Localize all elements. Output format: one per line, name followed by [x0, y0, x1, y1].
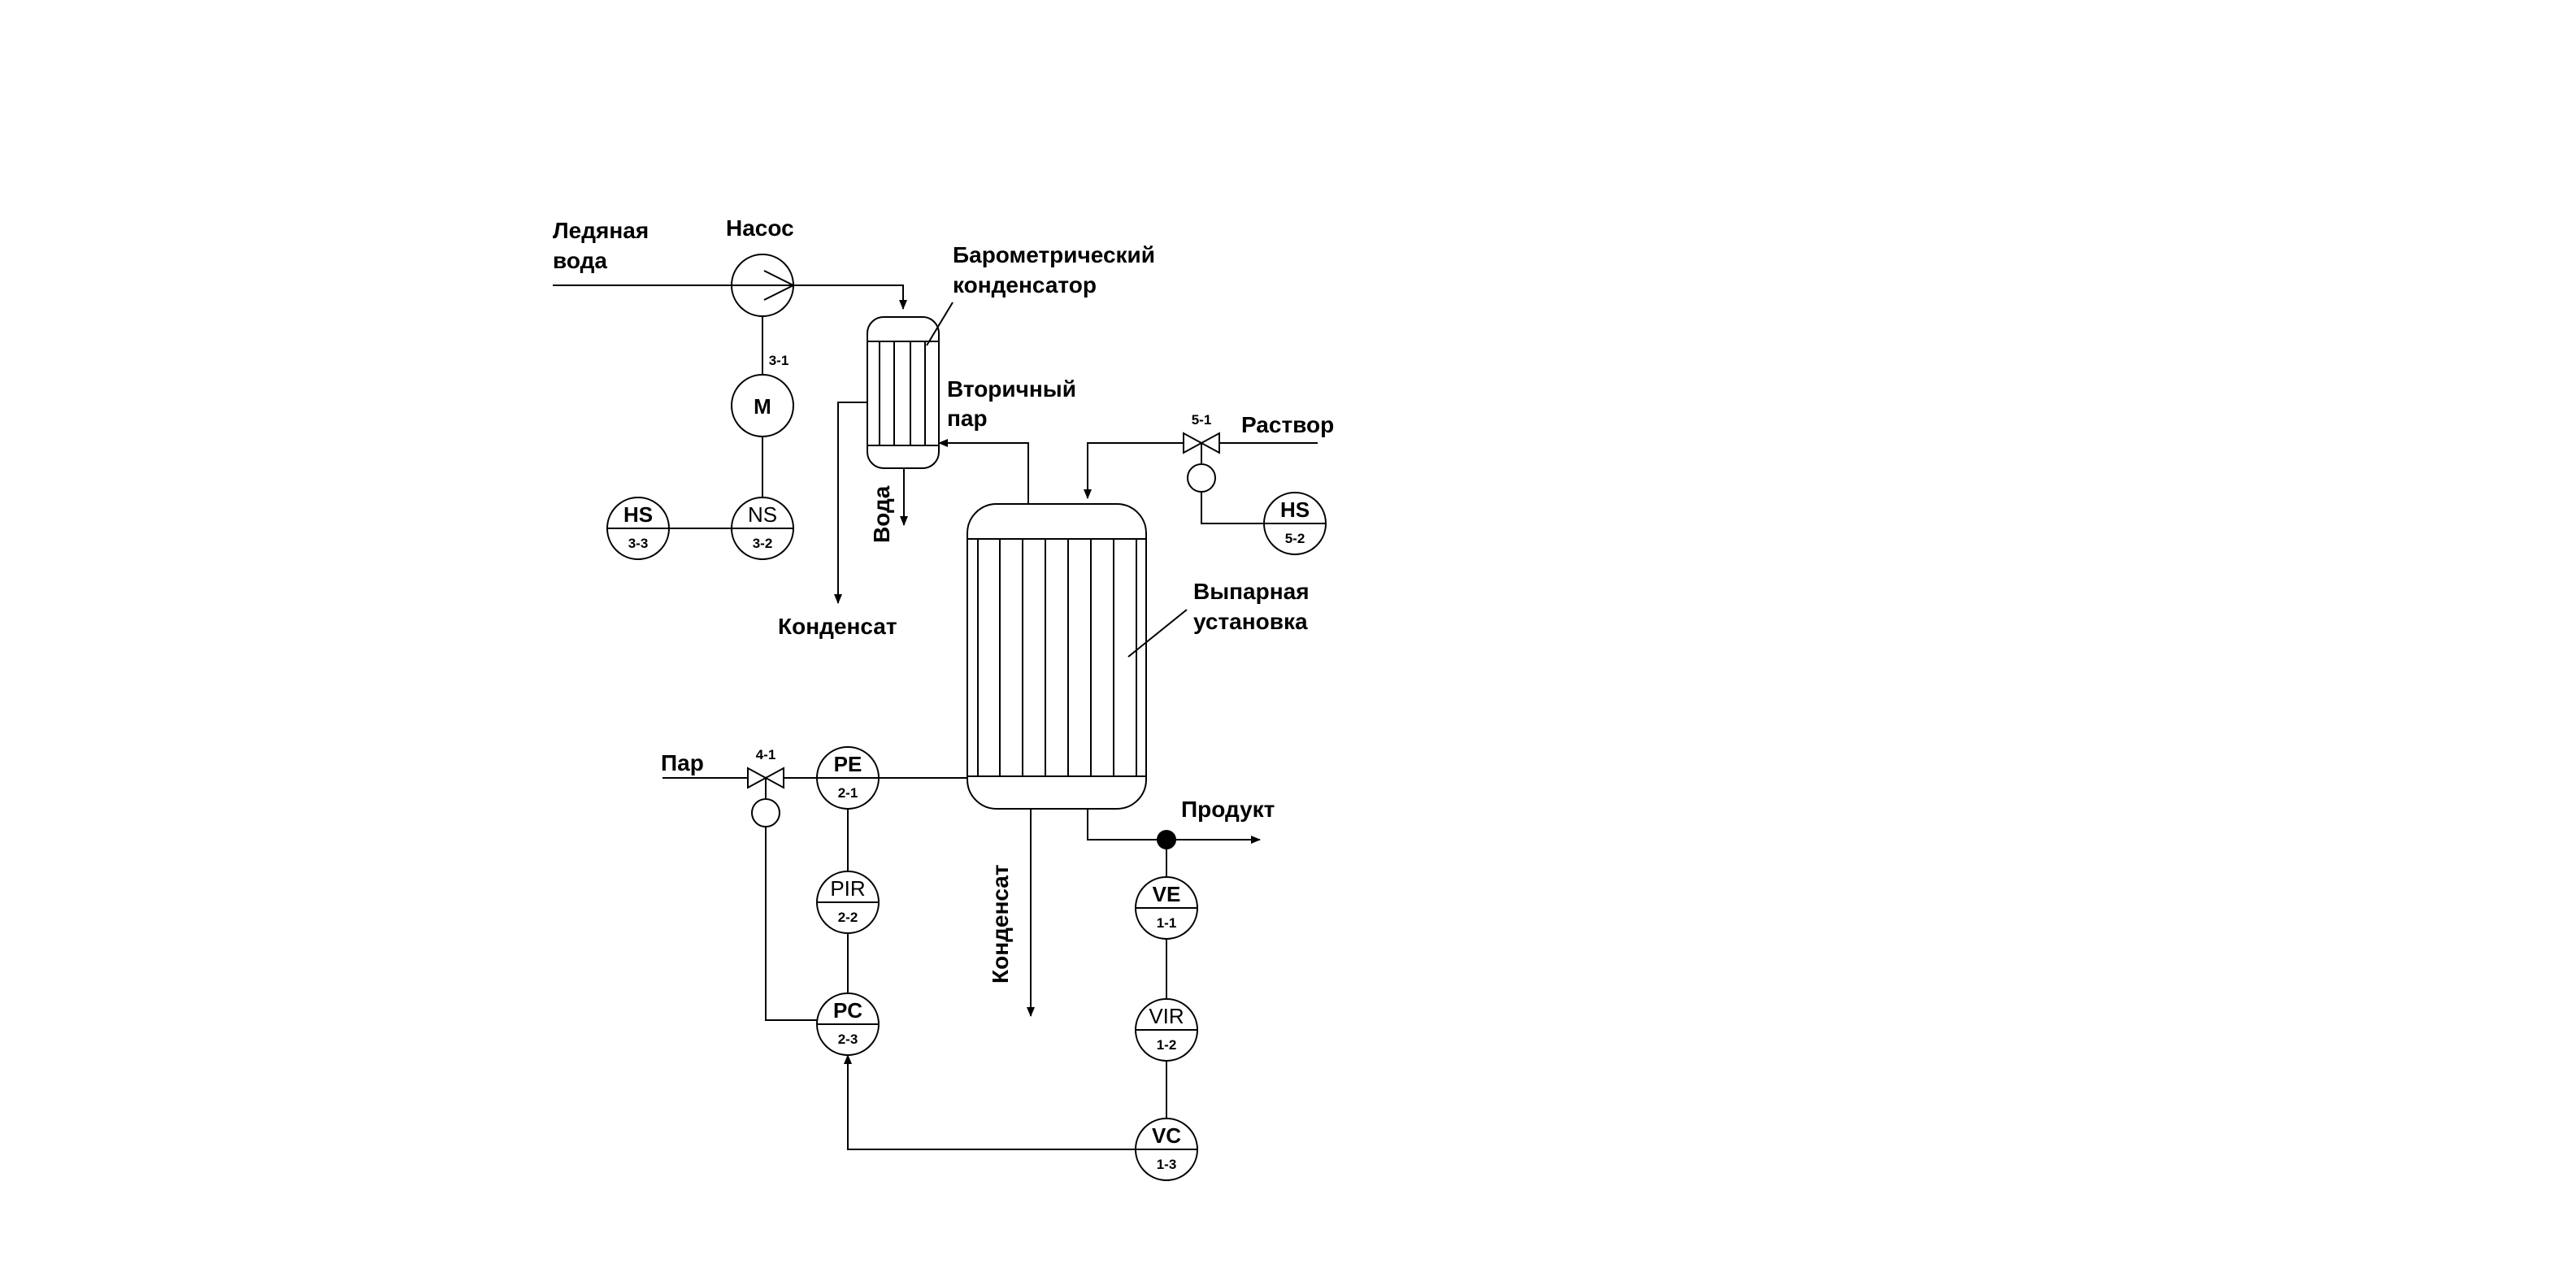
pc-actuator-link	[765, 827, 817, 1021]
label-secondary-steam-1: Вторичный	[947, 376, 1076, 402]
instrument-ns[interactable]: NS 3-2	[731, 497, 794, 560]
instrument-code: VE	[1153, 882, 1181, 906]
product-line	[1087, 809, 1261, 844]
instrument-pc[interactable]: PC 2-3	[816, 992, 880, 1056]
label-ice-water-2: вода	[553, 248, 607, 273]
instrument-number: 1-2	[1157, 1037, 1177, 1053]
ice-water-line	[553, 285, 907, 310]
instrument-vir[interactable]: VIR 1-2	[1135, 998, 1198, 1062]
instrument-code: HS	[1280, 497, 1310, 522]
valve-41-num: 4-1	[756, 747, 776, 762]
barometric-condenser	[867, 302, 954, 469]
instrument-hs52[interactable]: HS 5-2	[1263, 492, 1327, 555]
label-condenser-1: Барометрический	[953, 242, 1155, 267]
instrument-code: HS	[623, 502, 653, 527]
secondary-steam-line	[938, 439, 1029, 504]
valve-51-num: 5-1	[1192, 412, 1212, 428]
evaporator	[967, 503, 1188, 810]
instrument-number: 3-2	[753, 536, 773, 551]
valve-41[interactable]: 4-1	[747, 747, 784, 827]
instrument-number: 2-2	[838, 910, 858, 925]
instrument-m[interactable]: М 3-1	[731, 353, 794, 437]
valve-51[interactable]: 5-1	[1183, 412, 1220, 493]
instrument-number: 3-1	[769, 353, 789, 368]
label-condenser-2: конденсатор	[953, 272, 1097, 298]
label-condensate-bottom: Конденсат	[988, 864, 1013, 984]
instrument-number: 1-1	[1157, 915, 1177, 931]
instrument-code: PE	[834, 752, 862, 776]
instrument-vc[interactable]: VC 1-3	[1135, 1118, 1198, 1181]
label-product: Продукт	[1181, 797, 1275, 822]
instrument-ve[interactable]: VE 1-1	[1135, 876, 1198, 940]
instrument-number: 2-3	[838, 1032, 858, 1047]
instrument-code: М	[754, 394, 771, 419]
label-evaporator-2: установка	[1193, 609, 1308, 634]
instrument-number: 5-2	[1285, 531, 1305, 546]
label-condensate-top: Конденсат	[778, 614, 897, 639]
instrument-circle	[731, 374, 794, 437]
label-pump: Насос	[726, 215, 794, 241]
instrument-code: VIR	[1149, 1004, 1184, 1028]
label-solution: Раствор	[1241, 412, 1334, 437]
instrument-number: 2-1	[838, 785, 858, 801]
label-steam: Пар	[661, 750, 704, 775]
instrument-code: PC	[833, 998, 862, 1023]
solution-line	[1084, 442, 1318, 499]
label-evaporator-1: Выпарная	[1193, 579, 1310, 604]
instrument-number: 3-3	[628, 536, 649, 551]
instrument-number: 1-3	[1157, 1157, 1177, 1172]
label-water: Вода	[869, 485, 894, 543]
product-node	[1157, 830, 1176, 849]
pump	[731, 254, 796, 317]
label-ice-water-1: Ледяная	[553, 218, 649, 243]
vc-pc-feedback-line	[844, 1054, 1136, 1150]
condensate-top-line	[834, 402, 867, 604]
instrument-pir[interactable]: PIR 2-2	[816, 871, 880, 934]
instrument-pe[interactable]: PE 2-1	[816, 746, 880, 810]
instrument-hs33[interactable]: HS 3-3	[606, 497, 670, 560]
actuator-hs52-link	[1201, 493, 1264, 524]
instrument-code: NS	[748, 502, 777, 527]
instrument-code: VC	[1152, 1123, 1181, 1148]
instrument-code: PIR	[830, 876, 865, 901]
label-secondary-steam-2: пар	[947, 406, 988, 431]
